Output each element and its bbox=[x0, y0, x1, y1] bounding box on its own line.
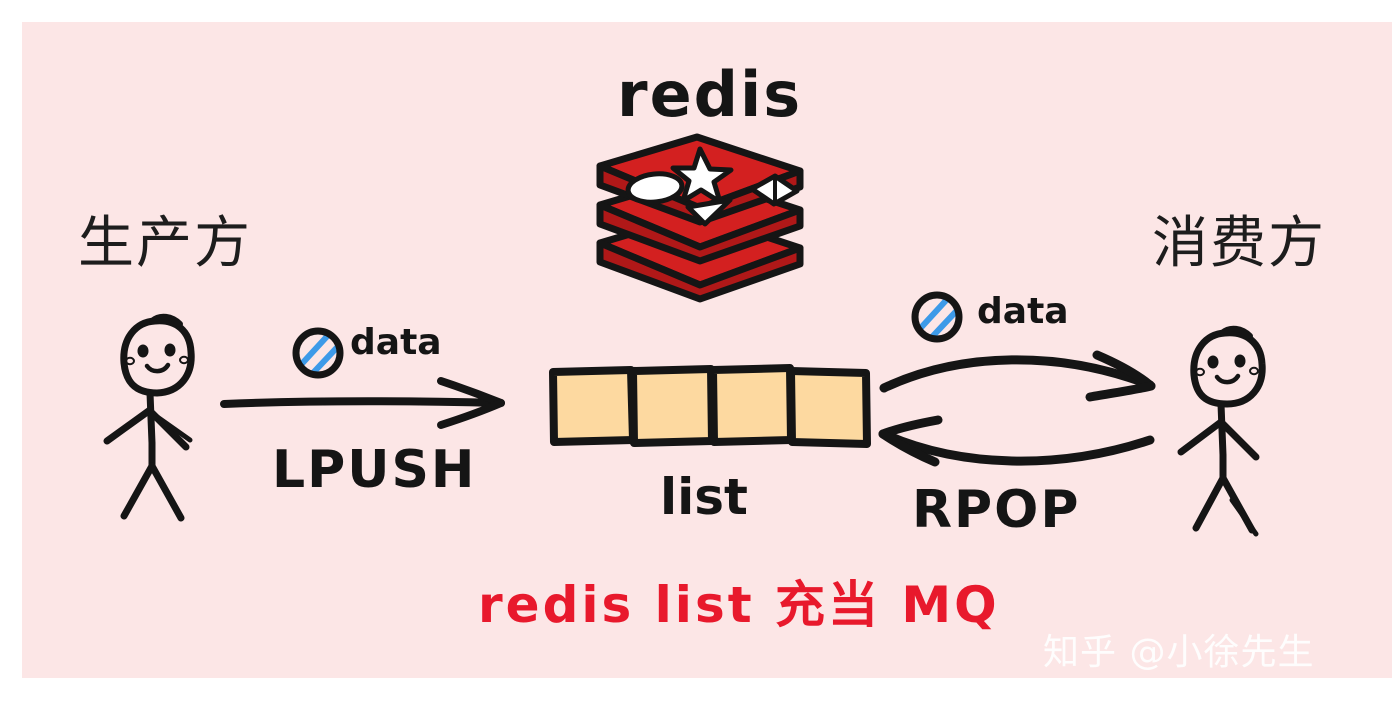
producer-hand-right bbox=[153, 413, 193, 443]
producer-head bbox=[120, 317, 195, 397]
consumer-arm-right bbox=[1219, 420, 1260, 461]
producer-arm-left bbox=[103, 406, 154, 445]
redis-glyph-star bbox=[670, 146, 734, 205]
consumer-leg-left bbox=[1192, 474, 1227, 532]
pop-data-token bbox=[911, 291, 963, 343]
pop-arrow-to-consumer bbox=[879, 350, 1156, 402]
producer-smile bbox=[144, 362, 171, 374]
consumer-cheek-right bbox=[1249, 366, 1259, 376]
producer-label: 生产方 bbox=[78, 211, 252, 276]
consumer-label: 消费方 bbox=[1152, 211, 1326, 276]
producer-cheek-right bbox=[179, 355, 189, 365]
push-data-token bbox=[292, 327, 344, 379]
redis-glyph-triangle bbox=[685, 197, 733, 227]
producer-stick-figure bbox=[103, 313, 195, 522]
producer-eye-right bbox=[164, 343, 176, 357]
lpush-arrow-label: LPUSH bbox=[272, 440, 477, 500]
list-label: list bbox=[660, 468, 748, 526]
producer-leg-right bbox=[148, 462, 185, 522]
consumer-eye-right bbox=[1234, 354, 1246, 368]
consumer-foot-right bbox=[1229, 497, 1259, 537]
diagram-caption: redis list 充当 MQ bbox=[478, 576, 1000, 634]
consumer-torso bbox=[1217, 400, 1227, 486]
consumer-eye-left bbox=[1207, 355, 1219, 369]
producer-leg-left bbox=[120, 462, 156, 520]
producer-hair bbox=[149, 313, 183, 327]
consumer-cheek-left bbox=[1195, 367, 1205, 377]
diagram-canvas-background bbox=[22, 22, 1392, 678]
list-cell-4 bbox=[787, 367, 871, 448]
list-cells-group bbox=[549, 364, 871, 448]
list-cell-3 bbox=[709, 364, 795, 446]
list-cell-2 bbox=[629, 365, 716, 447]
redis-logo-label: redis bbox=[617, 58, 803, 131]
consumer-hand-left bbox=[1182, 422, 1221, 451]
pop-token-outline bbox=[911, 291, 963, 343]
producer-cheek-left bbox=[125, 356, 135, 366]
lpush-arrow bbox=[220, 377, 505, 429]
redis-glyph-ellipse bbox=[625, 171, 685, 205]
consumer-stick-figure bbox=[1177, 325, 1266, 537]
consumer-smile bbox=[1214, 373, 1241, 385]
producer-eye-left bbox=[137, 344, 149, 358]
push-token-outline bbox=[292, 327, 344, 379]
list-cell-1 bbox=[549, 366, 637, 446]
pop-token-label: data bbox=[977, 291, 1069, 332]
consumer-hair bbox=[1219, 325, 1253, 339]
producer-torso bbox=[146, 389, 156, 474]
zhihu-watermark: 知乎 @小徐先生 bbox=[1043, 632, 1315, 673]
redis-stack-logo bbox=[596, 133, 804, 303]
consumer-head bbox=[1190, 329, 1266, 408]
redis-layer-top bbox=[596, 133, 804, 227]
push-token-label: data bbox=[350, 322, 442, 363]
pop-arrow-to-list bbox=[878, 415, 1155, 467]
rpop-arrow-label: RPOP bbox=[912, 480, 1081, 540]
